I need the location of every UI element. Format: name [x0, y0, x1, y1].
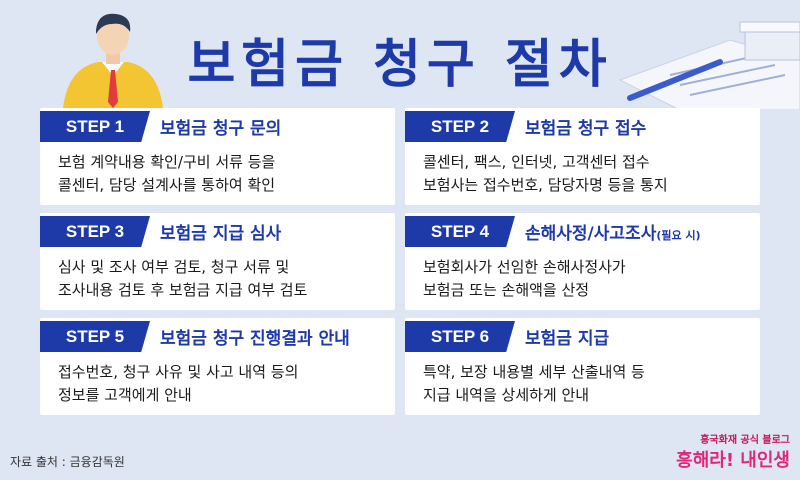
step-title: 보험금 지급 — [525, 329, 610, 349]
step-card-header: STEP 6 보험금 지급 — [405, 318, 760, 355]
step-badge: STEP 2 — [405, 111, 515, 142]
step-card-header: STEP 1 보험금 청구 문의 — [40, 108, 395, 145]
step-title: 보험금 청구 진행결과 안내 — [160, 329, 350, 349]
step-card-header: STEP 5 보험금 청구 진행결과 안내 — [40, 318, 395, 355]
step-card-header: STEP 3 보험금 지급 심사 — [40, 213, 395, 250]
step-card-5: STEP 5 보험금 청구 진행결과 안내 접수번호, 청구 사유 및 사고 내… — [40, 318, 395, 415]
step-card-6: STEP 6 보험금 지급 특약, 보장 내용별 세부 산출내역 등 지급 내역… — [405, 318, 760, 415]
step-card-4: STEP 4 손해사정/사고조사(필요 시) 보험회사가 선임한 손해사정사가 … — [405, 213, 760, 310]
documents-illustration — [618, 21, 800, 110]
step-description: 특약, 보장 내용별 세부 산출내역 등 지급 내역을 상세하게 안내 — [423, 363, 645, 404]
step-description: 심사 및 조사 여부 검토, 청구 서류 및 조사내용 검토 후 보험금 지급 … — [58, 258, 308, 299]
step-badge: STEP 5 — [40, 321, 150, 352]
step-title: 보험금 청구 접수 — [525, 119, 647, 139]
step-card-header: STEP 2 보험금 청구 접수 — [405, 108, 760, 145]
step-badge: STEP 1 — [40, 111, 150, 142]
step-card-3: STEP 3 보험금 지급 심사 심사 및 조사 여부 검토, 청구 서류 및 … — [40, 213, 395, 310]
step-description: 콜센터, 팩스, 인터넷, 고객센터 접수 보험사는 접수번호, 담당자명 등을… — [423, 153, 668, 194]
page-title: 보험금 청구 절차 — [187, 35, 613, 95]
step-card-header: STEP 4 손해사정/사고조사(필요 시) — [405, 213, 760, 250]
brand-logo: 흥국화재 공식 블로그 흥해라! 내인생 — [676, 431, 790, 472]
step-badge: STEP 3 — [40, 216, 150, 247]
step-title: 보험금 청구 문의 — [160, 119, 282, 139]
step-title: 손해사정/사고조사(필요 시) — [525, 224, 701, 244]
step-card-2: STEP 2 보험금 청구 접수 콜센터, 팩스, 인터넷, 고객센터 접수 보… — [405, 108, 760, 205]
step-description: 보험회사가 선임한 손해사정사가 보험금 또는 손해액을 산정 — [423, 258, 626, 299]
step-card-1: STEP 1 보험금 청구 문의 보험 계약내용 확인/구비 서류 등을 콜센터… — [40, 108, 395, 205]
step-description: 보험 계약내용 확인/구비 서류 등을 콜센터, 담당 설계사를 통하여 확인 — [58, 153, 276, 194]
step-badge: STEP 6 — [405, 321, 515, 352]
step-title: 보험금 지급 심사 — [160, 224, 282, 244]
source-caption: 자료 출처 : 금융감독원 — [10, 455, 125, 469]
brand-name: 흥해라! 내인생 — [676, 450, 790, 471]
step-badge: STEP 4 — [405, 216, 515, 247]
brand-subtitle: 흥국화재 공식 블로그 — [700, 435, 790, 446]
businessman-illustration — [63, 13, 163, 108]
step-description: 접수번호, 청구 사유 및 사고 내역 등의 정보를 고객에게 안내 — [58, 363, 299, 404]
